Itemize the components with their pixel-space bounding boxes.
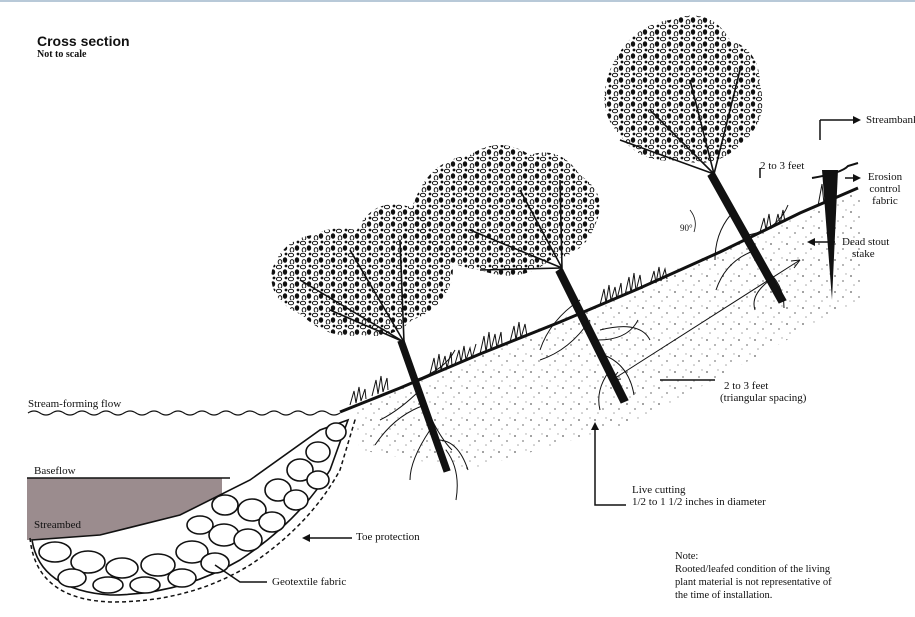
erosion-fabric-label: Erosion control fabric — [860, 171, 910, 207]
streambed-label: Streambed — [34, 519, 81, 531]
diagram-title: Cross section — [37, 33, 130, 49]
angle-label: 90° — [680, 222, 693, 234]
dead-stout-stake-label: Dead stout stake — [842, 236, 889, 260]
geotextile-fabric-label: Geotextile fabric — [272, 576, 346, 588]
toe-protection-label: Toe protection — [356, 531, 420, 543]
live-cutting-label: Live cutting 1/2 to 1 1/2 inches in diam… — [632, 484, 766, 508]
streambank-label: Streambank — [866, 114, 915, 126]
note-text: Note: Rooted/leafed condition of the liv… — [675, 550, 832, 602]
spacing-top-label: 2 to 3 feet — [760, 160, 804, 172]
baseflow-label: Baseflow — [34, 465, 76, 477]
spacing-bottom-label: 2 to 3 feet (triangular spacing) — [720, 380, 806, 404]
diagram-subtitle: Not to scale — [37, 49, 86, 60]
stream-forming-flow-line — [28, 411, 340, 415]
stream-forming-flow-label: Stream-forming flow — [28, 398, 121, 410]
